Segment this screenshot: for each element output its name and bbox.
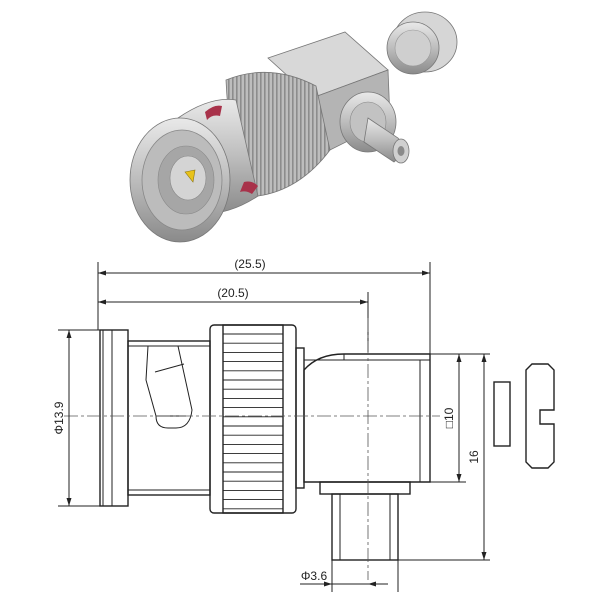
dim-square-size: □10 — [442, 407, 456, 428]
dim-body-length: (20.5) — [217, 286, 248, 300]
cap-side-view — [525, 363, 555, 469]
cap-washer — [493, 381, 511, 447]
separate-cap — [386, 11, 458, 75]
pin-sleeve-side — [331, 493, 399, 561]
bayonet-slot-bottom — [240, 181, 258, 194]
rear-neck — [295, 347, 305, 489]
technical-drawing: (25.5) (20.5) — [52, 257, 555, 592]
connector-3d-illustration — [129, 11, 458, 243]
bayonet-slot — [145, 345, 193, 429]
dim-outer-diameter: Φ13.9 — [52, 401, 66, 434]
center-pin — [184, 169, 196, 183]
dim-height: 16 — [467, 450, 481, 464]
right-angle-housing — [303, 353, 431, 483]
bottom-flange — [319, 481, 411, 495]
dim-pin-diameter: Φ3.6 — [301, 569, 328, 583]
knurl-lines — [223, 333, 283, 510]
dim-overall-length: (25.5) — [234, 257, 265, 271]
front-flange — [99, 329, 129, 507]
bayonet-body — [127, 340, 211, 496]
bayonet-slot-top — [205, 105, 222, 120]
